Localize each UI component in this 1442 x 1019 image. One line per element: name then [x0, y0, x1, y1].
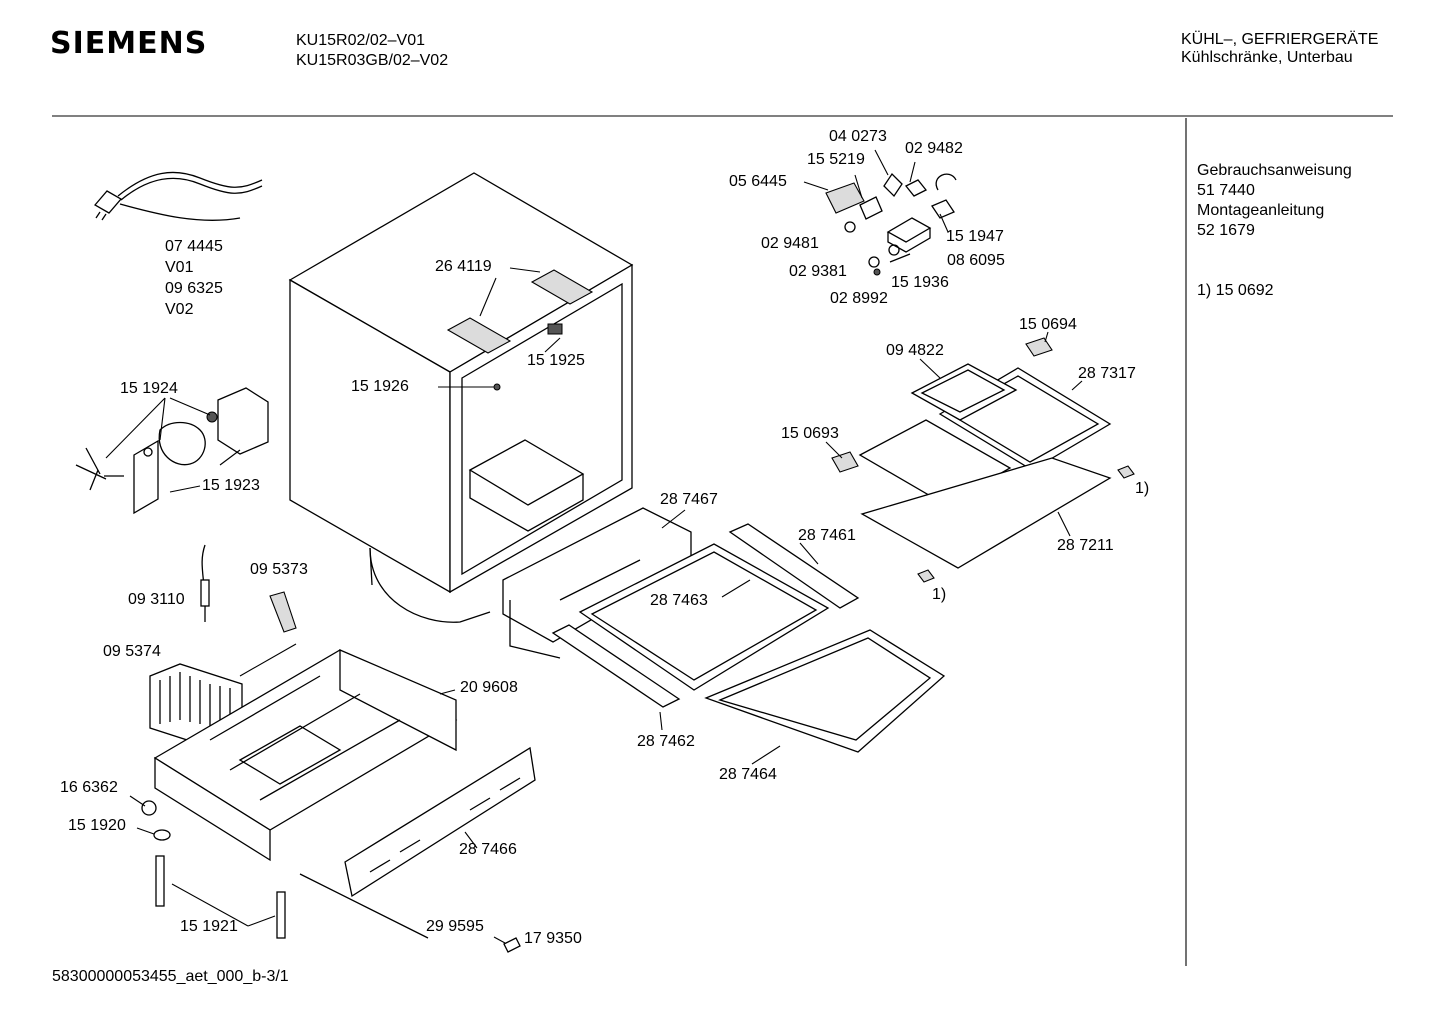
footnote-marker-1a: 1)	[1135, 480, 1150, 497]
shelf-rails-parts	[551, 523, 860, 708]
part-label-151947: 15 1947	[946, 228, 1004, 245]
glass-shelf-287463	[578, 543, 830, 691]
brand-logo: SIEMENS	[50, 26, 208, 61]
part-label-299595: 29 9595	[426, 918, 484, 935]
fan-motor-part	[75, 387, 269, 515]
part-label-028992: 02 8992	[830, 290, 888, 307]
screw-part	[503, 937, 521, 953]
sidebar-install-guide-number: 52 1679	[1197, 222, 1255, 239]
category-subtitle: Kühlschränke, Unterbau	[1181, 49, 1353, 66]
clip-part	[269, 591, 297, 633]
sidebar-user-manual-number: 51 7440	[1197, 182, 1255, 199]
part-label-029482: 02 9482	[905, 140, 963, 157]
leader-lines	[105, 149, 1083, 944]
document-id: 58300000053455_aet_000_b-3/1	[52, 968, 289, 985]
part-label-095373: 09 5373	[250, 561, 308, 578]
part-label-096325: 09 6325	[165, 280, 223, 297]
base-tray-part	[153, 649, 458, 862]
part-label-264119: 26 4119	[435, 258, 492, 275]
part-label-151936: 15 1936	[891, 274, 949, 291]
part-label-155219: 15 5219	[807, 151, 865, 168]
crisper-cover-287464	[704, 629, 946, 753]
part-label-151925: 15 1925	[527, 352, 585, 369]
part-label-040273: 04 0273	[829, 128, 887, 145]
kick-plate-part	[344, 746, 536, 898]
sidebar-user-manual-label: Gebrauchsanweisung	[1197, 162, 1352, 179]
part-label-287462: 28 7462	[637, 733, 695, 750]
part-label-150693: 15 0693	[781, 425, 839, 442]
part-label-179350: 17 9350	[524, 930, 582, 947]
part-label-074445: 07 4445	[165, 238, 223, 255]
part-label-287466: 28 7466	[459, 841, 517, 858]
glass-shelf-287211	[860, 457, 1112, 569]
part-label-151923: 15 1923	[202, 477, 260, 494]
adjustable-foot-parts	[141, 800, 286, 939]
part-label-095374: 09 5374	[103, 643, 161, 660]
part-label-151926: 15 1926	[351, 378, 409, 395]
variant-label-v01: V01	[165, 259, 194, 276]
footnote-marker-1b: 1)	[932, 586, 947, 603]
part-label-151924: 15 1924	[120, 380, 178, 397]
small-brackets	[831, 337, 1135, 583]
thermostat-parts	[825, 172, 957, 276]
part-label-287211: 28 7211	[1057, 537, 1114, 554]
cabinet-body-part	[288, 172, 634, 623]
power-cord-part	[93, 171, 263, 221]
part-label-086095: 08 6095	[947, 252, 1005, 269]
variant-label-v02: V02	[165, 301, 194, 318]
rod-part	[299, 873, 429, 939]
part-label-287467: 28 7467	[660, 491, 718, 508]
part-label-029481: 02 9481	[761, 235, 819, 252]
category-title: KÜHL–, GEFRIERGERÄTE	[1181, 31, 1379, 48]
part-label-287463: 28 7463	[650, 592, 708, 609]
part-label-209608: 20 9608	[460, 679, 518, 696]
part-label-150694: 15 0694	[1019, 316, 1077, 333]
part-label-287461: 28 7461	[798, 527, 856, 544]
part-label-056445: 05 6445	[729, 173, 787, 190]
model-number-2: KU15R03GB/02–V02	[296, 52, 449, 69]
part-label-166362: 16 6362	[60, 779, 118, 796]
part-label-151921: 15 1921	[180, 918, 238, 935]
part-label-287317: 28 7317	[1078, 365, 1136, 382]
model-number-1: KU15R02/02–V01	[296, 32, 425, 49]
part-label-094822: 09 4822	[886, 342, 944, 359]
part-label-151920: 15 1920	[68, 817, 126, 834]
sidebar-install-guide-label: Montageanleitung	[1197, 202, 1325, 219]
part-label-287464: 28 7464	[719, 766, 777, 783]
sidebar-footnote: 1) 15 0692	[1197, 282, 1274, 299]
part-label-093110: 09 3110	[128, 591, 185, 608]
part-label-029381: 02 9381	[789, 263, 847, 280]
tray-094822	[910, 363, 1018, 421]
temperature-sensor-part	[200, 544, 210, 622]
